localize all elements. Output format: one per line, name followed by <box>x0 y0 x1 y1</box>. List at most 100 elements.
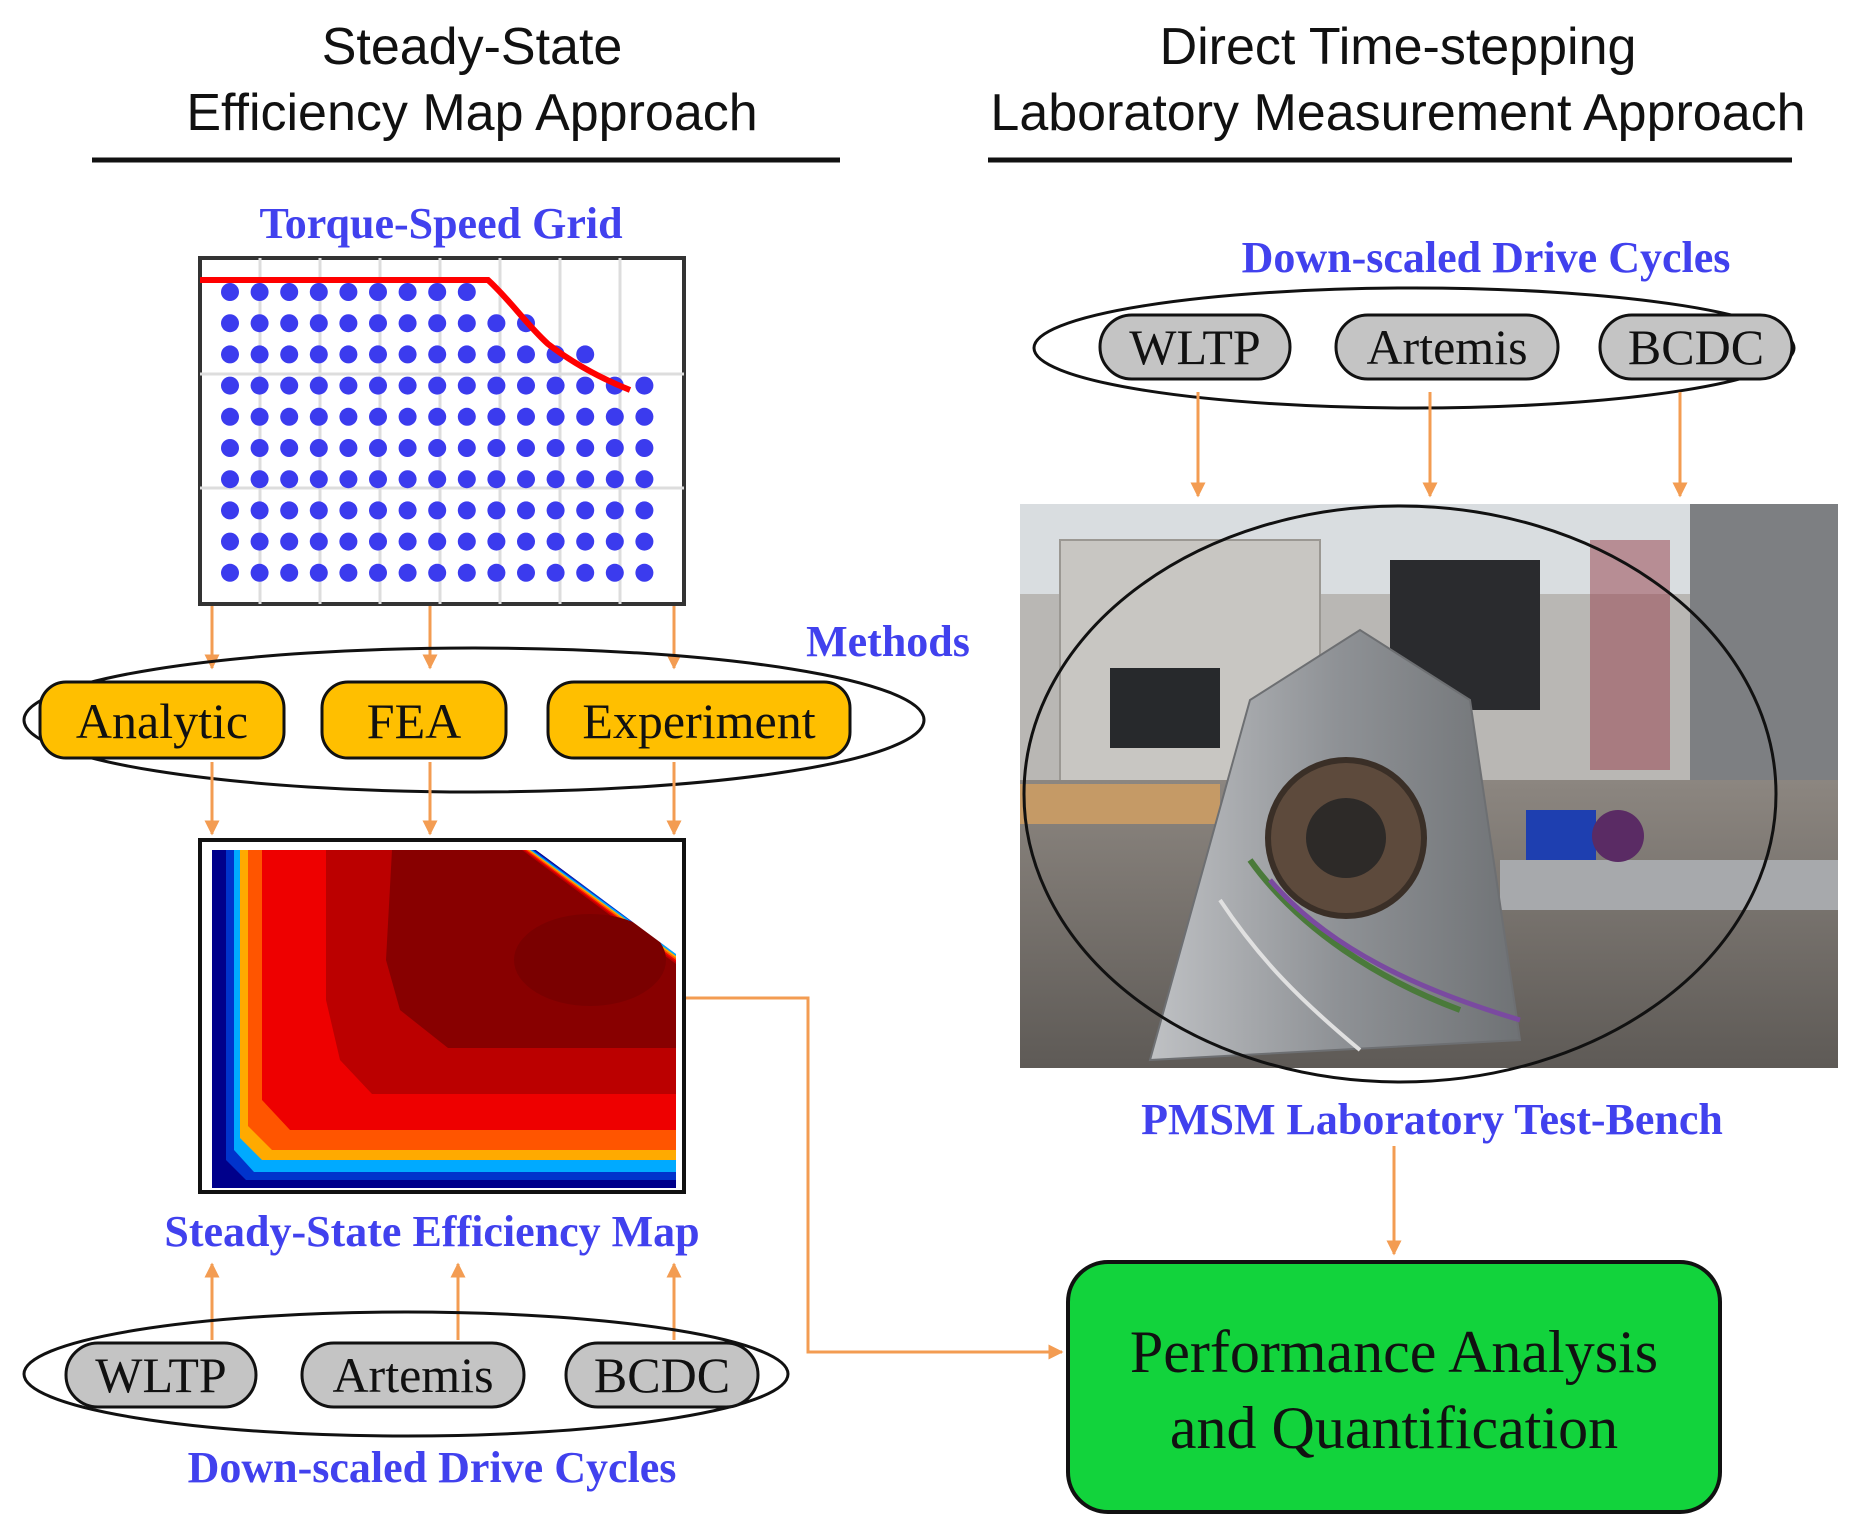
efficiency-map <box>198 838 686 1194</box>
right-header-line2: Laboratory Measurement Approach <box>990 84 1805 142</box>
operating-point-dot <box>398 439 417 457</box>
operating-point-dot <box>398 407 417 426</box>
operating-point-dot <box>280 439 299 457</box>
operating-point-dot <box>221 532 239 551</box>
operating-point-dot <box>428 470 447 489</box>
operating-point-dot <box>280 563 299 582</box>
operating-point-dot <box>369 283 387 301</box>
operating-point-dot <box>339 314 358 333</box>
operating-point-dot <box>369 314 387 333</box>
result-line2: and Quantification <box>1170 1395 1618 1461</box>
operating-point-dot <box>546 439 565 457</box>
operating-point-dot <box>487 376 506 395</box>
operating-point-dot <box>369 563 387 582</box>
result-line1: Performance Analysis <box>1130 1319 1658 1385</box>
operating-point-dot <box>546 532 565 551</box>
operating-point-dot <box>398 501 417 520</box>
photo-rail <box>1500 860 1838 910</box>
arrow-map-result <box>686 996 1064 1360</box>
operating-point-dot <box>280 407 299 426</box>
right-cycles-ellipse <box>1032 286 1796 410</box>
left-cycle-wltp-label: WLTP <box>95 1347 227 1403</box>
operating-point-dot <box>309 376 328 395</box>
methods-group: Analytic FEA Experiment <box>22 646 926 794</box>
operating-point-dot <box>487 439 506 457</box>
contour-level-9 <box>514 914 666 1006</box>
operating-point-dot <box>576 563 595 582</box>
cycles-to-bench-arrows <box>1190 392 1688 498</box>
operating-point-dot <box>635 563 654 582</box>
left-header-line1: Steady-State <box>322 18 623 76</box>
operating-point-dot <box>398 376 417 395</box>
right-header-line1: Direct Time-stepping <box>1160 18 1637 76</box>
operating-point-dot <box>576 439 595 457</box>
right-drive-cycles: WLTP Artemis BCDC <box>1032 286 1796 410</box>
operating-point-dot <box>221 563 239 582</box>
operating-point-dot <box>339 532 358 551</box>
operating-point-dot <box>398 283 417 301</box>
operating-point-dot <box>339 345 358 364</box>
operating-point-dot <box>457 314 476 333</box>
operating-point-dot <box>487 345 506 364</box>
left-cycle-bcdc-label: BCDC <box>594 1347 730 1403</box>
operating-point-dot <box>309 314 328 333</box>
methods-to-map-arrows <box>204 762 682 836</box>
operating-point-dot <box>487 407 506 426</box>
right-cycle-wltp-pill <box>1098 313 1292 381</box>
left-header-line2: Efficiency Map Approach <box>186 84 757 142</box>
operating-point-dot <box>221 283 239 301</box>
operating-point-dot <box>576 376 595 395</box>
operating-point-dot <box>457 501 476 520</box>
operating-point-dot <box>546 470 565 489</box>
operating-point-dot <box>309 283 328 301</box>
operating-point-dot <box>457 283 476 301</box>
operating-point-dot <box>339 407 358 426</box>
operating-point-dot <box>605 501 624 520</box>
operating-point-dot <box>221 314 239 333</box>
operating-point-dot <box>280 470 299 489</box>
operating-point-dot <box>280 283 299 301</box>
operating-point-dot <box>309 345 328 364</box>
operating-point-dot <box>576 407 595 426</box>
right-cycle-wltp: WLTP <box>1098 313 1292 381</box>
operating-point-dot <box>576 532 595 551</box>
photo-coupling <box>1526 810 1596 860</box>
left-drive-cycles: WLTP Artemis BCDC <box>22 1310 790 1438</box>
operating-point-dot <box>398 314 417 333</box>
right-cycle-artemis: Artemis <box>1334 313 1560 381</box>
operating-point-dot <box>457 376 476 395</box>
operating-point-dot <box>280 314 299 333</box>
left-cycle-wltp: WLTP <box>64 1341 258 1409</box>
operating-point-dot <box>280 345 299 364</box>
operating-point-dot <box>635 501 654 520</box>
left-cycle-artemis-pill <box>300 1341 526 1409</box>
left-cycle-wltp-pill <box>64 1341 258 1409</box>
operating-point-dot <box>250 532 269 551</box>
operating-point-dot <box>457 470 476 489</box>
operating-point-dot <box>517 563 535 582</box>
operating-point-dot <box>428 283 447 301</box>
operating-point-dot <box>221 470 239 489</box>
operating-point-dot <box>605 563 624 582</box>
left-header: Steady-State Efficiency Map Approach <box>92 18 840 163</box>
operating-point-dot <box>635 376 654 395</box>
operating-point-dot <box>428 501 447 520</box>
torque-speed-grid-title: Torque-Speed Grid <box>259 199 622 248</box>
right-header: Direct Time-stepping Laboratory Measurem… <box>988 18 1806 163</box>
photo-wires-white <box>1218 898 1362 1052</box>
operating-point-dot <box>576 345 595 364</box>
operating-point-dot <box>250 407 269 426</box>
operating-point-dot <box>369 376 387 395</box>
operating-point-dot <box>428 345 447 364</box>
operating-point-dot <box>250 470 269 489</box>
operating-point-dot <box>250 376 269 395</box>
methods-ellipse <box>22 646 926 794</box>
method-fea-box <box>320 680 508 760</box>
method-experiment-label: Experiment <box>582 693 815 749</box>
operating-point-dot <box>398 563 417 582</box>
operating-point-dot <box>428 376 447 395</box>
operating-point-dot <box>546 376 565 395</box>
operating-point-dot <box>487 563 506 582</box>
method-experiment: Experiment <box>546 680 852 760</box>
right-cycle-bcdc-pill <box>1598 313 1794 381</box>
